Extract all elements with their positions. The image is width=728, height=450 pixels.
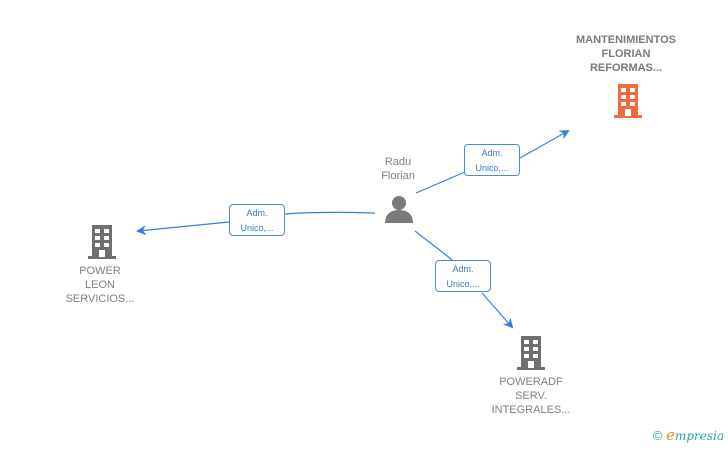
relation-label-power-leon[interactable]: Adm. Unico,... [229,204,285,236]
relation-text: Unico,... [446,279,480,289]
company-name-line: MANTENIMIENTOS [575,34,677,46]
relation-text: Adm. [481,148,503,158]
relation-text: Adm. [246,208,268,218]
relation-text: Adm. [452,264,474,274]
person-name[interactable]: Radu Florian [368,155,428,183]
company-name-line: POWER [79,265,121,277]
relation-text: Unico,... [240,223,274,233]
relation-text: Unico,... [475,163,509,173]
relation-label-poweradf[interactable]: Adm. Unico,... [435,260,491,292]
company-name-line: SERVICIOS... [65,293,135,305]
building-icon[interactable] [612,84,644,118]
company-name-mantenimientos[interactable]: MANTENIMIENTOS FLORIAN REFORMAS... [556,33,696,75]
company-name-line: FLORIAN [601,48,651,60]
company-name-line: POWERADF [499,376,563,388]
person-name-line: Florian [381,170,415,182]
brand-logo-initial: e [666,426,675,444]
company-name-line: LEON [85,279,115,291]
company-name-line: INTEGRALES... [491,404,571,416]
relation-label-mantenimientos[interactable]: Adm. Unico,... [464,144,520,176]
company-name-power-leon[interactable]: POWER LEON SERVICIOS... [50,264,150,306]
edge-to-mantenimientos [415,131,568,194]
person-icon[interactable] [384,195,414,223]
company-name-poweradf[interactable]: POWERADF SERV. INTEGRALES... [476,375,586,417]
building-icon[interactable] [86,225,118,259]
footer-brand: © empresia [653,426,724,444]
edge-to-poweradf [414,230,512,327]
company-name-line: SERV. [515,390,547,402]
company-name-line: REFORMAS... [589,62,663,74]
edge-to-power-leon [138,211,376,231]
person-name-line: Radu [384,156,412,168]
brand-logo-text: mpresia [674,429,724,443]
copyright-icon: © [652,428,663,443]
building-icon[interactable] [515,336,547,370]
